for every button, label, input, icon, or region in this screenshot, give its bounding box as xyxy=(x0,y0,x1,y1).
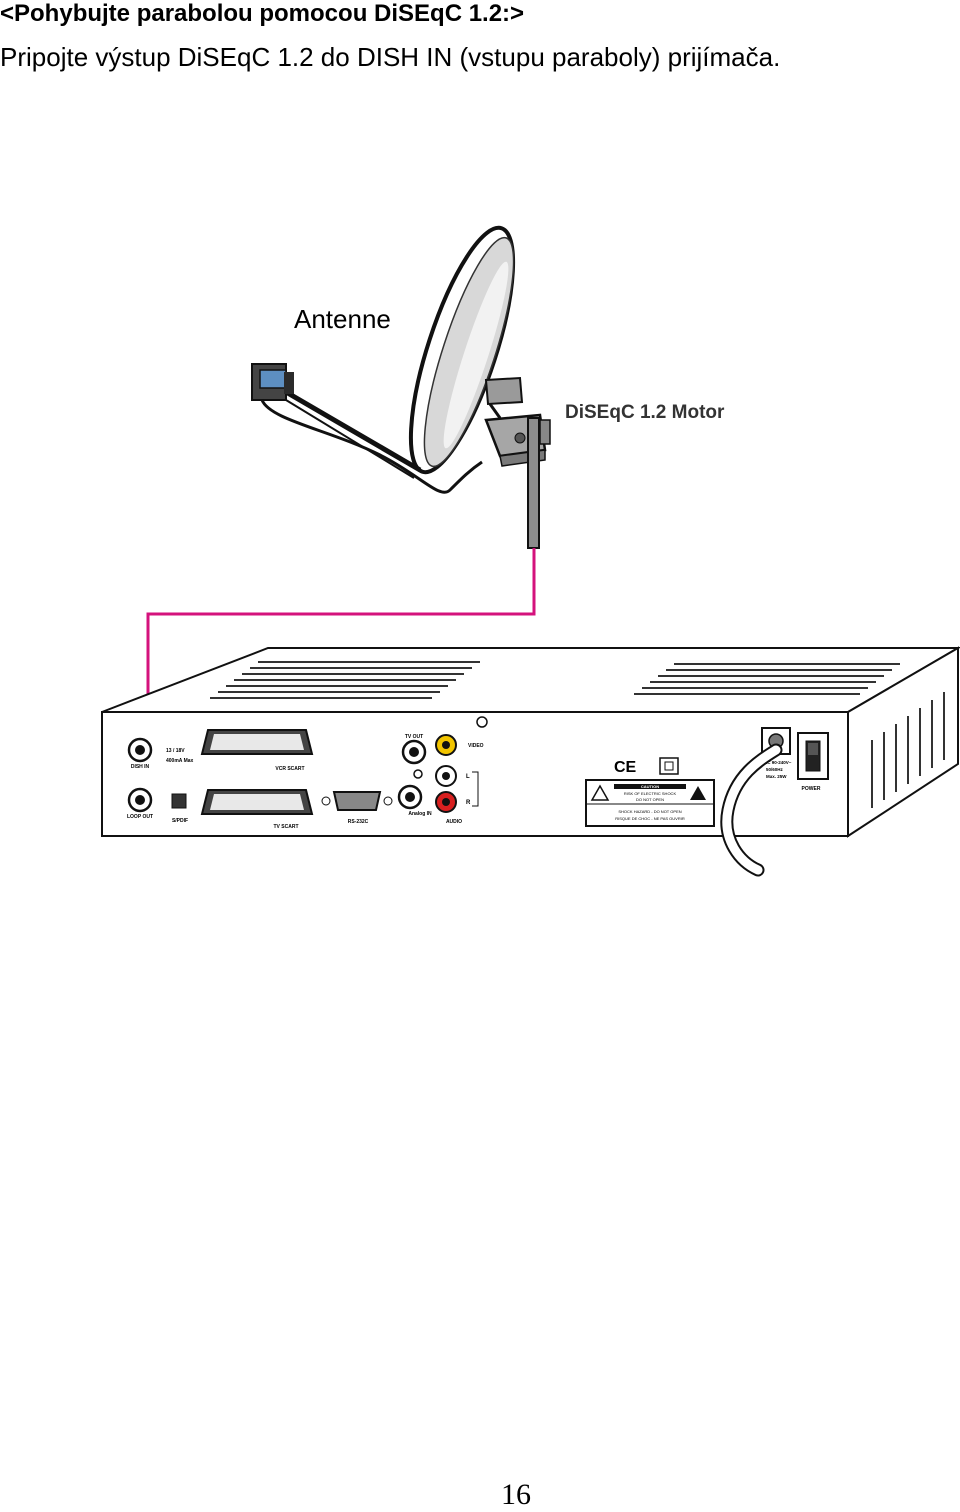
caution-title: CAUTION xyxy=(641,784,659,789)
lnb-icon xyxy=(251,363,294,401)
connection-diagram: Antenne DiSEqC 1.2 Motor xyxy=(101,225,960,877)
video-label: VIDEO xyxy=(468,743,484,749)
satellite-dish xyxy=(251,225,524,494)
rs232c-port xyxy=(321,791,393,811)
ac-rating-1: AC 90-240V~ xyxy=(764,760,792,765)
vcr-scart-port xyxy=(200,729,314,755)
ac-rating-2: 50/60Hz xyxy=(766,767,784,772)
audio-r-rca xyxy=(435,791,457,813)
audio-label: AUDIO xyxy=(446,819,462,825)
page-number: 16 xyxy=(501,1478,531,1511)
lnb-current-label: 400mA Max xyxy=(166,758,194,764)
dish-in-connector xyxy=(127,737,153,763)
instruction-text: Pripojte výstup DiSEqC 1.2 do DISH IN (v… xyxy=(0,42,781,72)
spdif-label: S/PDIF xyxy=(172,818,188,824)
caution-line1: RISK OF ELECTRIC SHOCK xyxy=(624,791,677,796)
analog-in-connector xyxy=(397,784,423,810)
receiver-box: DISH IN LOOP OUT 13 / 18V 400mA Max S/PD… xyxy=(101,646,960,877)
antenna-label: Antenne xyxy=(294,304,391,334)
motor-label: DiSEqC 1.2 Motor xyxy=(565,402,725,423)
diseqc-motor xyxy=(484,413,551,549)
loop-out-connector xyxy=(127,787,153,813)
caution-label xyxy=(585,779,715,827)
caution-text1: SHOCK HAZARD - DO NOT OPEN xyxy=(618,809,681,814)
tv-out-label: TV OUT xyxy=(405,734,423,740)
loop-out-label: LOOP OUT xyxy=(127,814,153,820)
audio-r-label: R xyxy=(466,800,471,806)
diseqc-cable xyxy=(146,548,536,745)
caution-text2: RISQUE DE CHOC - NE PAS OUVRIR xyxy=(615,816,685,821)
tv-out-connector xyxy=(401,739,427,765)
audio-l-label: L xyxy=(466,774,470,780)
video-rca xyxy=(435,734,457,756)
audio-l-rca xyxy=(435,765,457,787)
tv-scart-label: TV SCART xyxy=(274,824,299,830)
vcr-scart-label: VCR SCART xyxy=(275,766,304,772)
dish-in-label: DISH IN xyxy=(131,764,150,770)
ce-mark: CE xyxy=(614,759,637,776)
analog-in-label: Analog IN xyxy=(408,811,432,817)
spdif-port xyxy=(171,793,187,809)
tv-scart-port xyxy=(200,789,314,815)
page-heading: <Pohybujte parabolou pomocou DiSEqC 1.2:… xyxy=(0,0,525,27)
rs232c-label: RS-232C xyxy=(348,819,369,825)
ac-rating-3: Max. 25W xyxy=(766,774,787,779)
lnb-power-label: 13 / 18V xyxy=(166,748,185,754)
caution-line2: DO NOT OPEN xyxy=(636,797,664,802)
power-label: POWER xyxy=(802,786,821,792)
power-switch xyxy=(797,732,829,780)
